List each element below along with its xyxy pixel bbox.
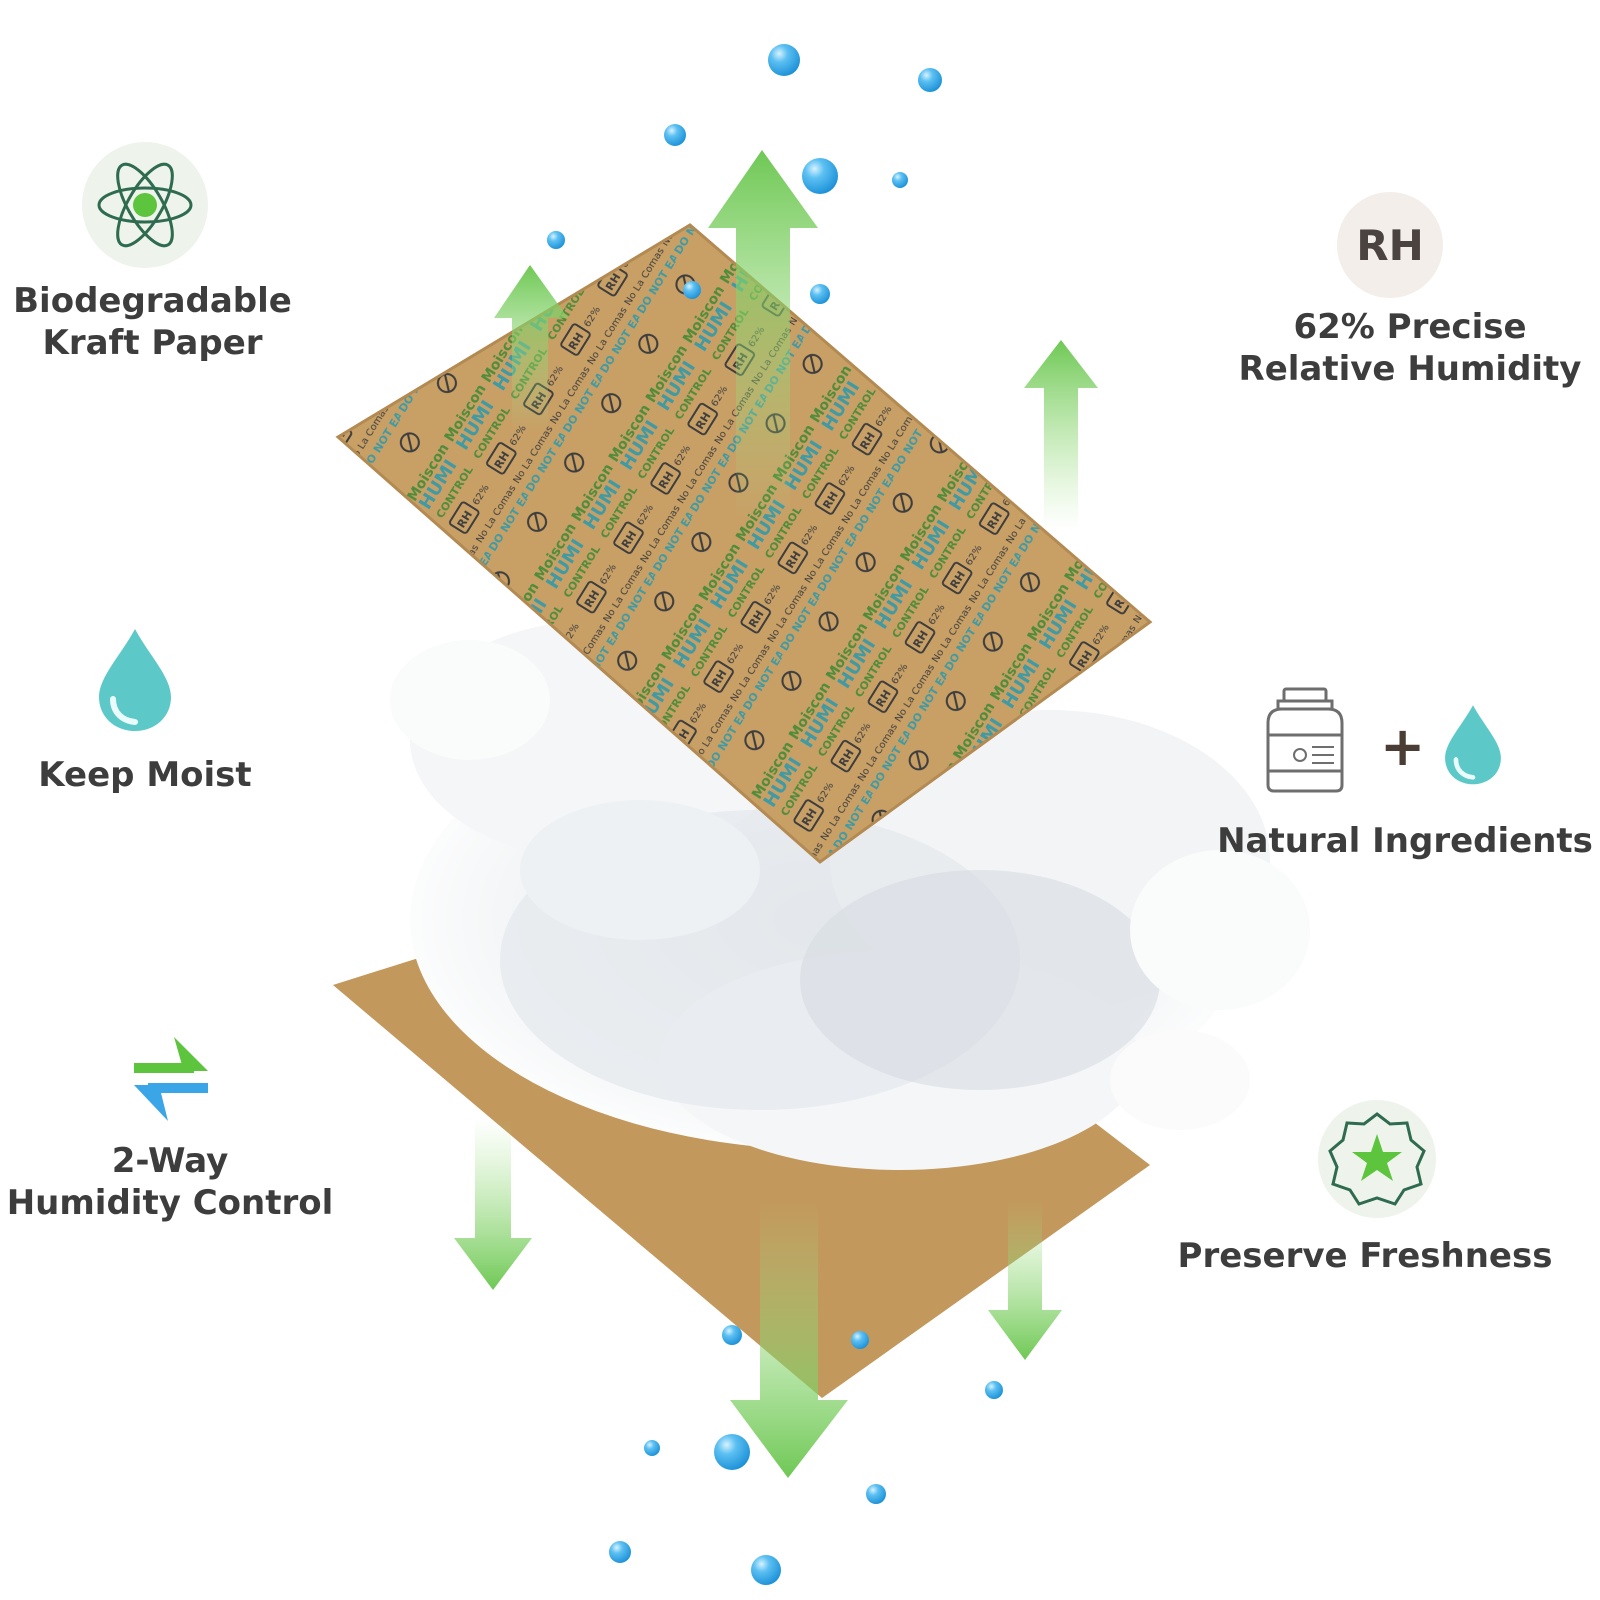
keep-moist-label: Keep Moist [38, 755, 252, 795]
exchange-arrows-icon [132, 1035, 210, 1125]
two-way-label: 2-Way Humidity Control [6, 1141, 334, 1223]
rh-badge-icon: RH [1337, 192, 1443, 298]
biodegradable-label: Biodegradable Kraft Paper [13, 281, 292, 363]
preserve-freshness-label: Preserve Freshness [1177, 1236, 1553, 1276]
jar-icon [1262, 685, 1348, 795]
precise-rh-label: 62% Precise Relative Humidity [1238, 307, 1582, 389]
atom-icon [82, 142, 208, 268]
powder-cloud [390, 620, 1310, 1170]
water-drop-icon [1442, 702, 1504, 786]
down-arrows [454, 1118, 1062, 1478]
up-arrows [494, 150, 1098, 530]
water-drop-icon [95, 625, 175, 733]
star-badge-icon [1318, 1100, 1436, 1218]
rh-badge-text: RH [1356, 220, 1424, 270]
plus-icon: + [1380, 715, 1426, 778]
water-bubbles [547, 44, 1003, 1585]
natural-ingredients-label: Natural Ingredients [1217, 821, 1593, 861]
